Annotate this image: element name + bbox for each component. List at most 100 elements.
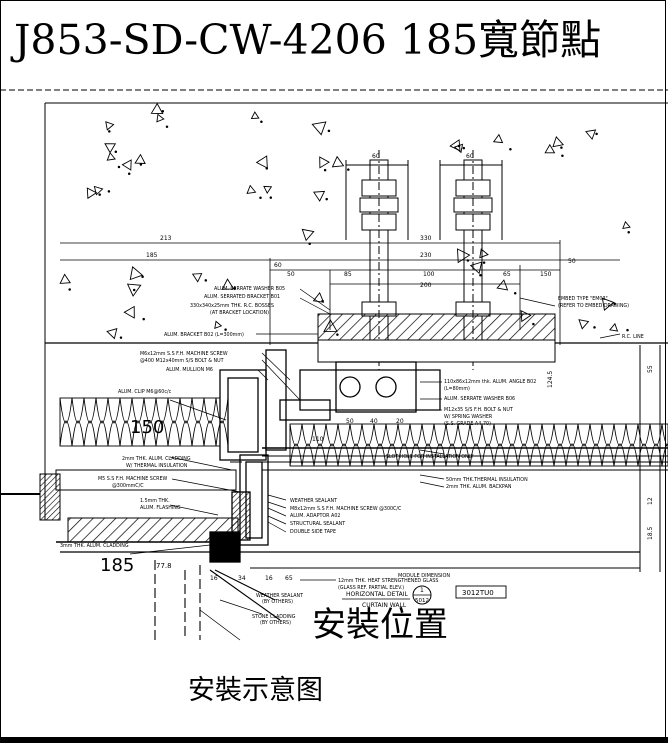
callout-text: M8x12mm S.S F.H. MACHINE SCREW @300C/C [290, 506, 402, 512]
aggregate-dot [141, 275, 144, 278]
callout-text: (GLASS REF. PARTIAL ELEV.) [338, 585, 404, 591]
aggregate-mark [255, 155, 268, 169]
install-position-label: 安裝位置 [312, 605, 448, 645]
detail-title: HORIZONTAL DETAIL [346, 591, 409, 598]
aggregate-mark [301, 228, 315, 242]
callout-text: STRUCTURAL SEALANT [290, 521, 345, 527]
dim-label: 65 [285, 575, 293, 582]
aggregate-dot [513, 292, 517, 295]
aggregate-mark [312, 190, 326, 202]
dim-label: 50 [287, 271, 295, 278]
dim-label: 213 [160, 235, 172, 242]
aggregate-mark [105, 121, 115, 131]
dim-label: 18.5 [647, 526, 654, 540]
aggregate-dot [132, 288, 136, 292]
dim-label: 77.8 [156, 562, 172, 570]
aggregate-dot [114, 150, 118, 154]
aggregate-mark [150, 102, 164, 115]
offset-big-label: 185 [100, 555, 134, 576]
aggregate-mark [191, 273, 203, 283]
aggregate-dot [325, 197, 328, 201]
insulation-loops [59, 397, 229, 447]
aggregate-mark [453, 143, 464, 154]
glass-and-cladding [0, 345, 668, 572]
aggregate-dot [613, 302, 616, 306]
callout-text: ALUM. CLIP M6@60c/c [118, 389, 172, 395]
aggregate-dot [265, 167, 269, 170]
top-dimension-lines [60, 240, 620, 345]
aggregate-mark [552, 136, 565, 148]
aggregate-dot [561, 154, 564, 158]
callout-text: 3mm THK. ALUM. CLADDING [60, 543, 129, 549]
callout-text: M5 S.S F.H. MACHINE SCREW [98, 476, 168, 482]
callout-text: ALUM. SERRATED BRACKET B01 [204, 294, 280, 300]
callout-text: ALUM. BRACKET B02 (L=300mm) [164, 332, 244, 338]
callout-text: ALUM. ADAPTOR A02 [290, 513, 340, 519]
callout-text: 110x86x12mm thk. ALUM. ANGLE B02 [444, 379, 536, 385]
aggregate-dot [462, 146, 466, 150]
aggregate-dot [224, 328, 227, 331]
callout-text: 12mm THK. HEAT STRENGTHENED GLASS [338, 578, 438, 584]
dim-label: 34 [238, 575, 246, 582]
aggregate-mark [312, 292, 325, 303]
callout-text: 2mm THK. ALUM. BACKPAN [446, 484, 512, 490]
detail-subtitle: CURTAIN WALL [362, 602, 407, 609]
left-callouts: ALUM. SERRATE WASHER B05 ALUM. SERRATED … [60, 286, 285, 549]
dim-label: 55 [647, 365, 654, 373]
dim-label: 40 [370, 418, 378, 425]
aggregate-mark [106, 328, 118, 340]
aggregate-mark [263, 185, 273, 194]
aggregate-mark [156, 113, 165, 123]
callout-text: M12x35 S/S F.H. BOLT & NUT [444, 407, 513, 413]
aggregate-mark [496, 279, 509, 291]
aggregate-dot [108, 130, 111, 133]
dim-label: 230 [420, 252, 432, 259]
callout-text: W/ SPRING WASHER [444, 414, 493, 420]
callout-text: (S.S. GRADE A4-70) [444, 421, 491, 427]
callout-text: ALUM. SERRATE WASHER B06 [444, 396, 515, 402]
aggregate-mark [104, 143, 117, 154]
module-dimension-label: MODULE DIMENSION [398, 573, 450, 579]
aggregate-mark [134, 153, 146, 164]
schematic-caption: 安裝示意图 [188, 675, 323, 706]
dim-label: 85 [344, 271, 352, 278]
dim-label: 20 [396, 418, 404, 425]
aggregate-mark [311, 121, 327, 136]
detail-title-block: MODULE DIMENSION HORIZONTAL DETAIL CURTA… [342, 573, 507, 609]
reference-box-label: 3012TU0 [462, 589, 494, 597]
aggregate-mark [59, 273, 72, 284]
dim-label: 200 [420, 282, 432, 289]
aggregate-dot [327, 129, 331, 133]
callout-text: @400 M12x40mm S/S BOLT & NUT [140, 358, 224, 364]
sheet-title: J853-SD-CW-4206 185寬節點 [14, 16, 602, 64]
aggregate-dot [593, 326, 596, 329]
aggregate-dot [595, 132, 598, 136]
aggregate-dot [560, 146, 563, 149]
aggregate-dot [323, 168, 327, 172]
aggregate-mark [106, 152, 116, 161]
dim-label: 50 [568, 258, 576, 265]
aggregate-dot [482, 261, 486, 264]
callout-text: (BY OTHERS) [262, 599, 293, 605]
callout-text: WEATHER SEALANT [256, 593, 303, 599]
callout-text: WEATHER SEALANT [290, 498, 337, 504]
aggregate-dot [107, 190, 111, 193]
aggregate-dot [233, 286, 237, 290]
callout-text: M6x12mm S.S F.H. MACHINE SCREW [140, 351, 228, 357]
aggregate-dot [139, 163, 143, 166]
detail-number: 1 [420, 587, 424, 594]
callout-text: 330x340x25mm THK. R.C. BOSSES [190, 303, 274, 309]
aggregate-mark [86, 187, 98, 200]
aggregate-dot [347, 168, 350, 171]
stone-thickness-big-label: 150 [130, 417, 164, 438]
dim-label: 60 [274, 262, 282, 269]
dim-label: 12 [647, 497, 654, 505]
callout-text: (L=80mm) [444, 386, 470, 392]
callout-leaders [129, 288, 621, 641]
right-callouts: EMBED TYPE "EM03" (REFER TO EMBED DRAWIN… [290, 296, 644, 591]
aggregate-mark [126, 283, 142, 297]
dim-label: 65 [503, 271, 511, 278]
dim-label: 60 [372, 153, 380, 160]
dim-label: 124.5 [547, 371, 554, 388]
aggregate-mark [250, 111, 260, 119]
